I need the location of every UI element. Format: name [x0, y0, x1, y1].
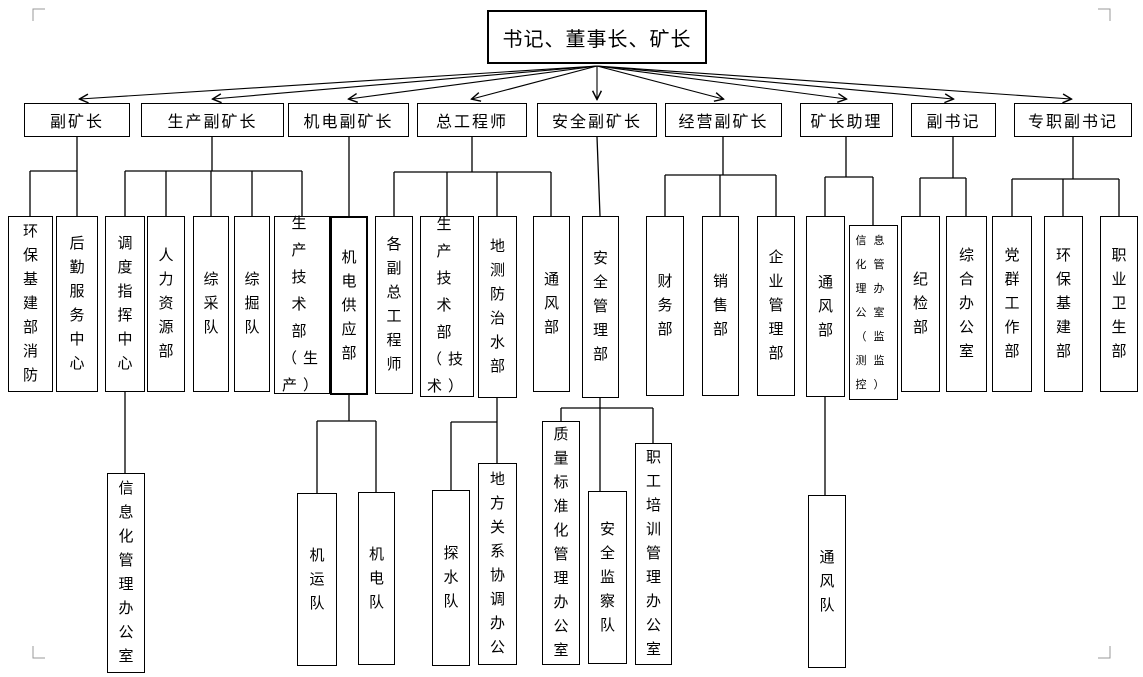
org-node-ventilation-dept-2: 通风部 — [806, 216, 845, 397]
page-corner-marks — [32, 8, 1111, 659]
org-node-label: 地方关系协调办公 — [489, 472, 505, 656]
org-node-prod-tech-production: 生产技术部（生产） — [274, 216, 330, 394]
org-node-enterprise-mgmt-dept: 企业管理部 — [757, 216, 795, 396]
org-node-mining-team: 综采队 — [193, 216, 229, 392]
org-node-label: 财务部 — [657, 274, 673, 338]
org-node-chief-engineer: 总工程师 — [417, 103, 527, 137]
org-node-root: 书记、董事长、矿长 — [487, 10, 707, 64]
org-node-finance-dept: 财务部 — [646, 216, 684, 396]
org-node-prod-tech-technology: 生产技术部（技术） — [420, 216, 474, 397]
org-node-label: 环保基建部消防 — [22, 224, 38, 384]
org-node-dispatch-center: 调度指挥中心 — [105, 216, 145, 392]
org-node-party-work-dept: 党群工作部 — [992, 216, 1032, 392]
org-node-label: 副矿长 — [49, 114, 104, 131]
org-node-safety-vice: 安全副矿长 — [537, 103, 657, 137]
org-node-vice-mine-manager: 副矿长 — [24, 103, 130, 137]
org-node-hr-dept: 人力资源部 — [147, 216, 185, 392]
org-node-production-vice: 生产副矿长 — [141, 103, 284, 137]
org-node-local-relations-office: 地方关系协调办公 — [478, 463, 517, 665]
org-node-label: 通风部 — [817, 274, 833, 339]
org-node-label: 综合办公室 — [958, 248, 974, 360]
org-node-label: 信息化管理办公室（监测监控） — [855, 234, 892, 391]
org-node-label: 专职副书记 — [1027, 114, 1118, 131]
org-node-mech-elec-vice: 机电副矿长 — [288, 103, 409, 137]
org-node-label: 综掘队 — [244, 272, 260, 336]
org-node-label: 机电供应部 — [341, 249, 357, 362]
tree-connectors — [29, 136, 1120, 495]
org-node-label: 探水队 — [443, 546, 459, 610]
org-node-discipline-dept: 纪检部 — [901, 216, 940, 392]
org-node-deputy-secretary: 副书记 — [911, 103, 996, 137]
org-node-label: 信息化管理办公室 — [118, 481, 134, 665]
org-node-label: 生产技术部（技术） — [427, 217, 470, 395]
org-node-label: 综采队 — [203, 272, 219, 336]
org-node-label: 生产技术部（生产） — [282, 215, 325, 394]
org-node-label: 各副总工程师 — [386, 237, 402, 373]
org-node-label: 安全副矿长 — [551, 114, 642, 131]
org-node-label: 副书记 — [926, 114, 981, 131]
org-node-label: 企业管理部 — [768, 250, 784, 362]
org-node-ventilation-dept-1: 通风部 — [533, 216, 570, 392]
org-node-label: 环保基建部 — [1055, 248, 1071, 360]
org-node-operations-vice: 经营副矿长 — [665, 103, 782, 137]
org-node-label: 书记、董事长、矿长 — [502, 28, 692, 51]
org-node-env-infra-dept: 环保基建部 — [1044, 216, 1083, 392]
org-node-label: 机运队 — [309, 547, 325, 612]
org-node-label: 后勤服务中心 — [69, 236, 85, 372]
org-node-mech-supply-dept: 机电供应部 — [330, 216, 368, 395]
org-node-label: 职工培训管理办公室 — [645, 450, 661, 658]
org-node-label: 生产副矿长 — [167, 114, 258, 131]
org-node-info-mgmt-office: 信息化管理办公室 — [107, 473, 145, 673]
org-node-label: 职业卫生部 — [1111, 248, 1127, 360]
org-node-general-office: 综合办公室 — [946, 216, 987, 392]
org-node-label: 调度指挥中心 — [117, 236, 133, 372]
org-node-label: 地测防治水部 — [489, 239, 505, 375]
org-node-logistics-center: 后勤服务中心 — [56, 216, 98, 392]
org-node-occupational-health-dept: 职业卫生部 — [1100, 216, 1138, 392]
org-node-safety-inspection-team: 安全监察队 — [588, 491, 627, 664]
org-node-label: 经营副矿长 — [678, 114, 769, 131]
org-node-mech-elec-team: 机电队 — [358, 492, 395, 665]
org-node-label: 质量标准化管理办公室 — [553, 427, 569, 659]
org-node-info-mgmt-office-monitoring: 信息化管理办公室（监测监控） — [849, 225, 898, 400]
org-node-staff-training-office: 职工培训管理办公室 — [635, 443, 672, 665]
org-node-tunneling-team: 综掘队 — [234, 216, 270, 392]
org-node-label: 安全监察队 — [599, 521, 615, 634]
org-node-label: 通风部 — [543, 272, 559, 336]
org-node-sales-dept: 销售部 — [702, 216, 739, 396]
org-node-label: 党群工作部 — [1004, 248, 1020, 360]
org-node-label: 矿长助理 — [810, 114, 883, 131]
org-node-full-time-deputy-secretary: 专职副书记 — [1014, 103, 1132, 137]
root-fan-arrows — [80, 65, 1071, 99]
org-node-label: 人力资源部 — [158, 248, 174, 360]
org-node-label: 销售部 — [712, 274, 728, 338]
org-node-ventilation-team: 通风队 — [808, 495, 846, 668]
org-node-geological-water-dept: 地测防治水部 — [478, 216, 517, 398]
org-node-label: 总工程师 — [435, 114, 508, 131]
org-node-label: 通风队 — [819, 549, 835, 614]
org-node-transport-team: 机运队 — [297, 493, 337, 666]
org-node-env-infra-fire: 环保基建部消防 — [8, 216, 53, 392]
org-node-safety-mgmt-dept: 安全管理部 — [582, 216, 619, 398]
org-node-quality-std-office: 质量标准化管理办公室 — [542, 421, 580, 665]
org-node-deputy-chief-engineers: 各副总工程师 — [375, 216, 413, 394]
org-node-label: 机电队 — [368, 546, 384, 611]
org-node-water-exploration-team: 探水队 — [432, 490, 470, 666]
org-node-manager-assistant: 矿长助理 — [800, 103, 893, 137]
org-node-label: 安全管理部 — [592, 251, 608, 363]
org-node-label: 纪检部 — [912, 272, 928, 336]
org-node-label: 机电副矿长 — [303, 114, 394, 131]
